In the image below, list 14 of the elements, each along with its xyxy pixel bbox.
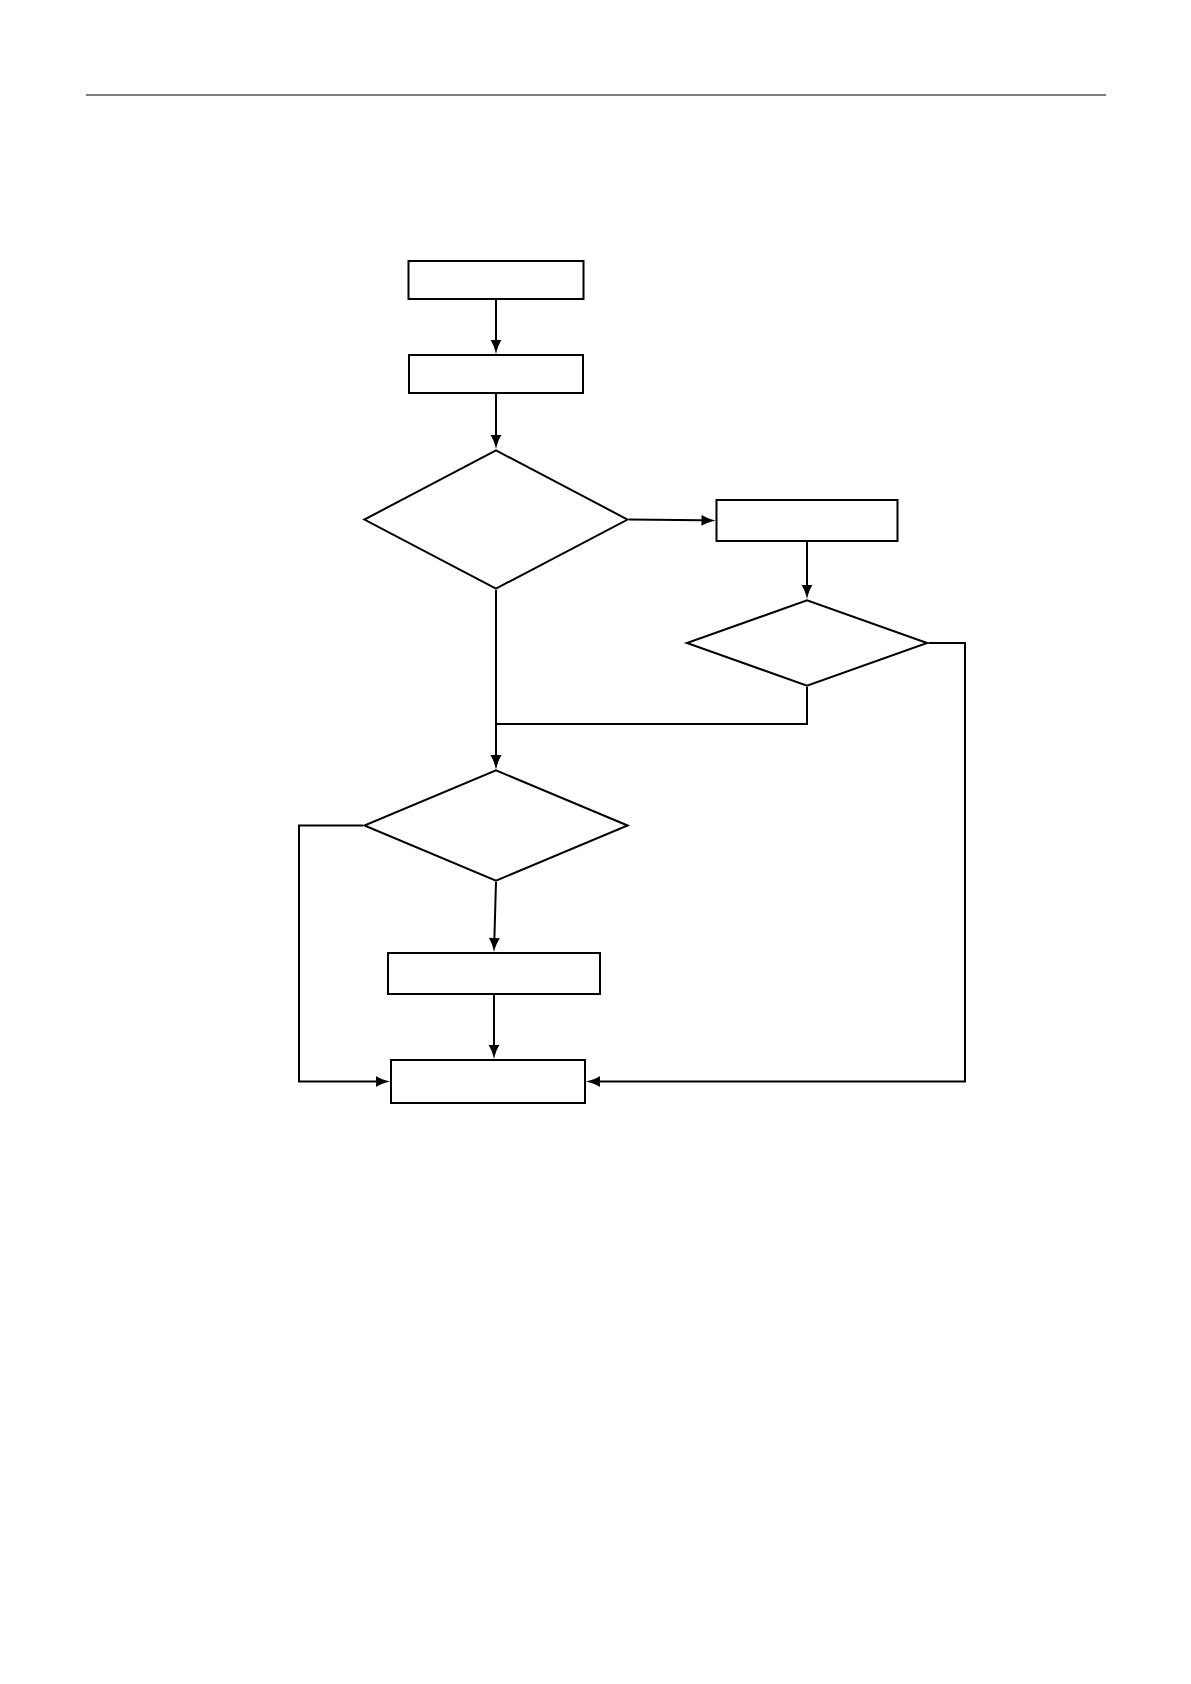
arrow <box>298 824 388 1087</box>
process-box <box>408 354 584 394</box>
arrow <box>489 881 500 950</box>
process-box <box>715 499 899 542</box>
arrow <box>491 686 808 767</box>
process-box <box>407 260 585 300</box>
arrow <box>489 994 499 1057</box>
arrow <box>588 642 966 1087</box>
arrow <box>491 393 501 447</box>
arrow <box>491 299 501 352</box>
process-box <box>387 952 601 995</box>
process-box <box>390 1059 586 1104</box>
arrow <box>802 541 812 597</box>
arrow <box>628 515 713 526</box>
